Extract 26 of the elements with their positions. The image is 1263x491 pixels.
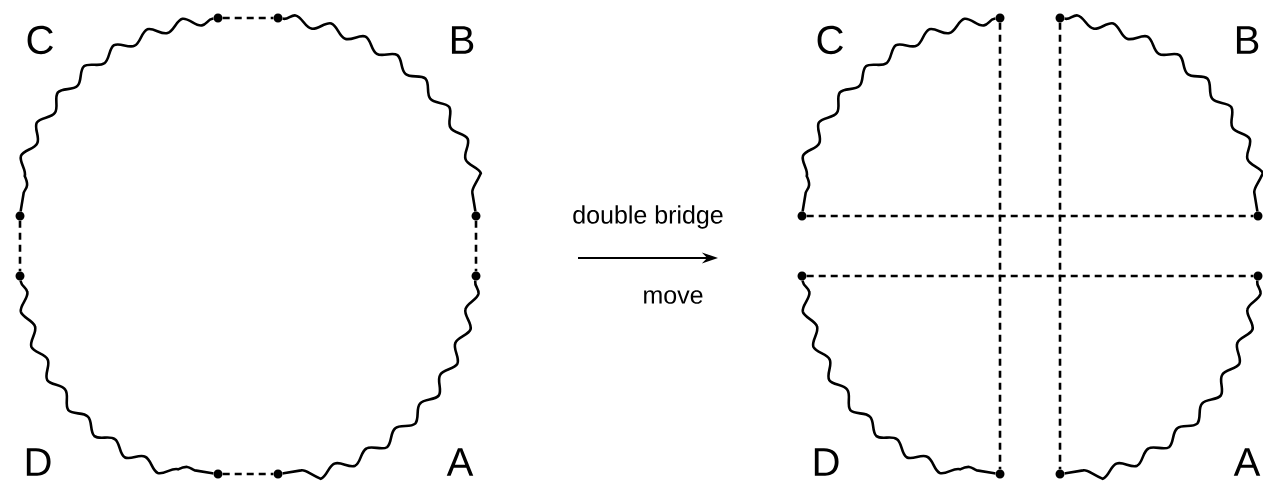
wavy-line: [282, 280, 480, 481]
dashed-line: [18, 220, 22, 272]
dashed-line: [806, 214, 1254, 218]
dashed-line: [222, 472, 274, 476]
corner-letter: D: [26, 448, 51, 476]
corner-letter: B: [1236, 26, 1259, 54]
wavy-line: [801, 280, 996, 475]
wavy-line: [19, 17, 214, 212]
dashed-line: [806, 274, 1254, 278]
wavy-line: [1064, 14, 1263, 212]
dashed-line: [1058, 22, 1062, 470]
wavy-line: [19, 280, 214, 475]
corner-letter: D: [814, 448, 839, 476]
dashed-line: [474, 220, 478, 272]
corner-letter: A: [1233, 448, 1261, 476]
corner-letter: A: [446, 448, 474, 476]
corner-letter: C: [27, 25, 53, 55]
dashed-line: [998, 22, 1002, 470]
wavy-line: [1064, 280, 1262, 481]
corner-letter: C: [817, 25, 843, 55]
arrow-label: move: [644, 290, 703, 304]
dashed-line: [222, 16, 274, 20]
wavy-line: [282, 14, 483, 212]
wavy-line: [801, 17, 996, 212]
corner-letter: B: [451, 26, 474, 54]
arrow-label: double bridge: [573, 205, 723, 229]
